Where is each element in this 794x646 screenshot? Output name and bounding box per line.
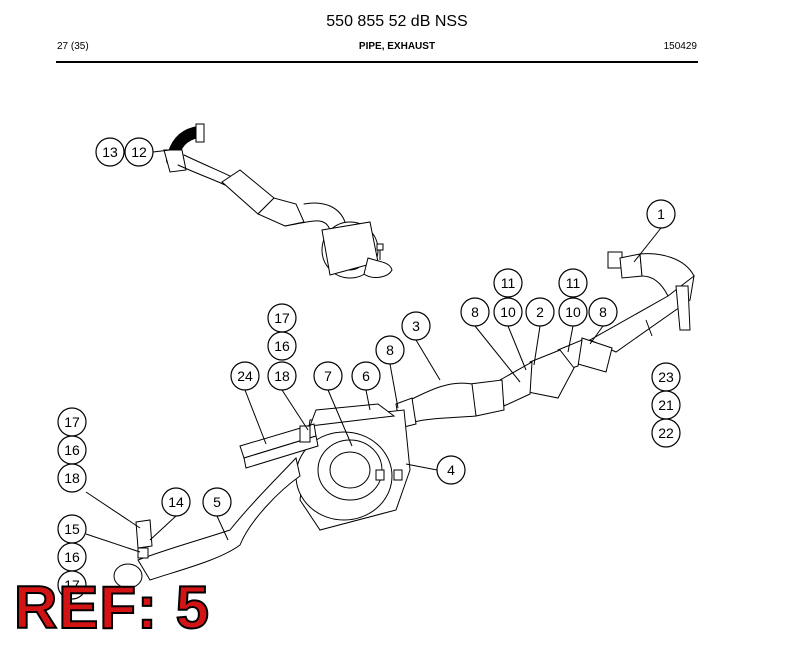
callout-label: 6 — [362, 368, 370, 384]
callout-label: 5 — [213, 494, 221, 510]
callout-17b: 17 — [57, 407, 87, 437]
page-title: 550 855 52 dB NSS — [326, 13, 468, 30]
callout-label: 4 — [447, 462, 455, 478]
callout-11b: 11 — [558, 268, 588, 298]
callout-23: 23 — [651, 362, 681, 392]
callout-16c: 16 — [57, 542, 87, 572]
header-rule — [56, 61, 698, 63]
callout-17a: 17 — [267, 303, 297, 333]
callout-14: 14 — [161, 487, 191, 517]
callout-label: 8 — [386, 342, 394, 358]
callout-label: 1 — [657, 206, 665, 222]
callout-1: 1 — [646, 199, 676, 229]
page-number: 27 (35) — [57, 41, 89, 52]
lower-pipe — [113, 456, 301, 589]
callout-12: 12 — [124, 137, 154, 167]
callout-16a: 16 — [267, 331, 297, 361]
callout-label: 22 — [658, 425, 674, 441]
callout-label: 21 — [658, 397, 674, 413]
callout-label: 8 — [471, 304, 479, 320]
callout-label: 10 — [500, 304, 516, 320]
callout-2: 2 — [525, 297, 555, 327]
inset-assembly — [163, 123, 393, 279]
callout-label: 11 — [566, 275, 581, 291]
callout-6: 6 — [351, 361, 381, 391]
ref-label: REF: 5 — [13, 574, 211, 641]
callout-label: 3 — [412, 318, 420, 334]
leader-lines — [85, 149, 662, 553]
callout-18a: 18 — [267, 361, 297, 391]
callout-13: 13 — [95, 137, 125, 167]
callout-5: 5 — [202, 487, 232, 517]
callout-label: 16 — [64, 549, 80, 565]
callout-label: 16 — [274, 338, 290, 354]
callout-3: 3 — [401, 311, 431, 341]
callout-label: 14 — [168, 494, 184, 510]
callout-label: 13 — [102, 144, 118, 160]
callout-label: 17 — [64, 577, 80, 593]
callout-label: 17 — [274, 310, 290, 326]
callout-label: 24 — [237, 368, 253, 384]
callout-8c: 8 — [375, 335, 405, 365]
callout-label: 18 — [64, 470, 80, 486]
callout-11a: 11 — [493, 268, 523, 298]
callout-8a: 8 — [460, 297, 490, 327]
callout-17c: 17 — [57, 570, 87, 600]
callout-21: 21 — [651, 390, 681, 420]
callout-7: 7 — [313, 361, 343, 391]
callout-label: 8 — [599, 304, 607, 320]
callout-10a: 10 — [493, 297, 523, 327]
callout-10b: 10 — [558, 297, 588, 327]
silencer — [295, 403, 411, 531]
callout-label: 18 — [274, 368, 290, 384]
callout-label: 11 — [501, 275, 516, 291]
callout-4: 4 — [436, 455, 466, 485]
callout-label: 23 — [658, 369, 674, 385]
callout-16b: 16 — [57, 435, 87, 465]
document-code: 150429 — [663, 41, 697, 52]
callout-18b: 18 — [57, 463, 87, 493]
callout-22: 22 — [651, 418, 681, 448]
callout-15: 15 — [57, 514, 87, 544]
callout-24: 24 — [230, 361, 260, 391]
callout-8b: 8 — [588, 297, 618, 327]
section-title: PIPE, EXHAUST — [358, 41, 436, 52]
callout-label: 16 — [64, 442, 80, 458]
callout-label: 15 — [64, 521, 80, 537]
callout-label: 7 — [324, 368, 332, 384]
callout-label: 10 — [565, 304, 581, 320]
callout-label: 12 — [131, 144, 147, 160]
callout-label: 2 — [536, 304, 544, 320]
callout-label: 17 — [64, 414, 80, 430]
catalyst-section — [395, 349, 575, 429]
